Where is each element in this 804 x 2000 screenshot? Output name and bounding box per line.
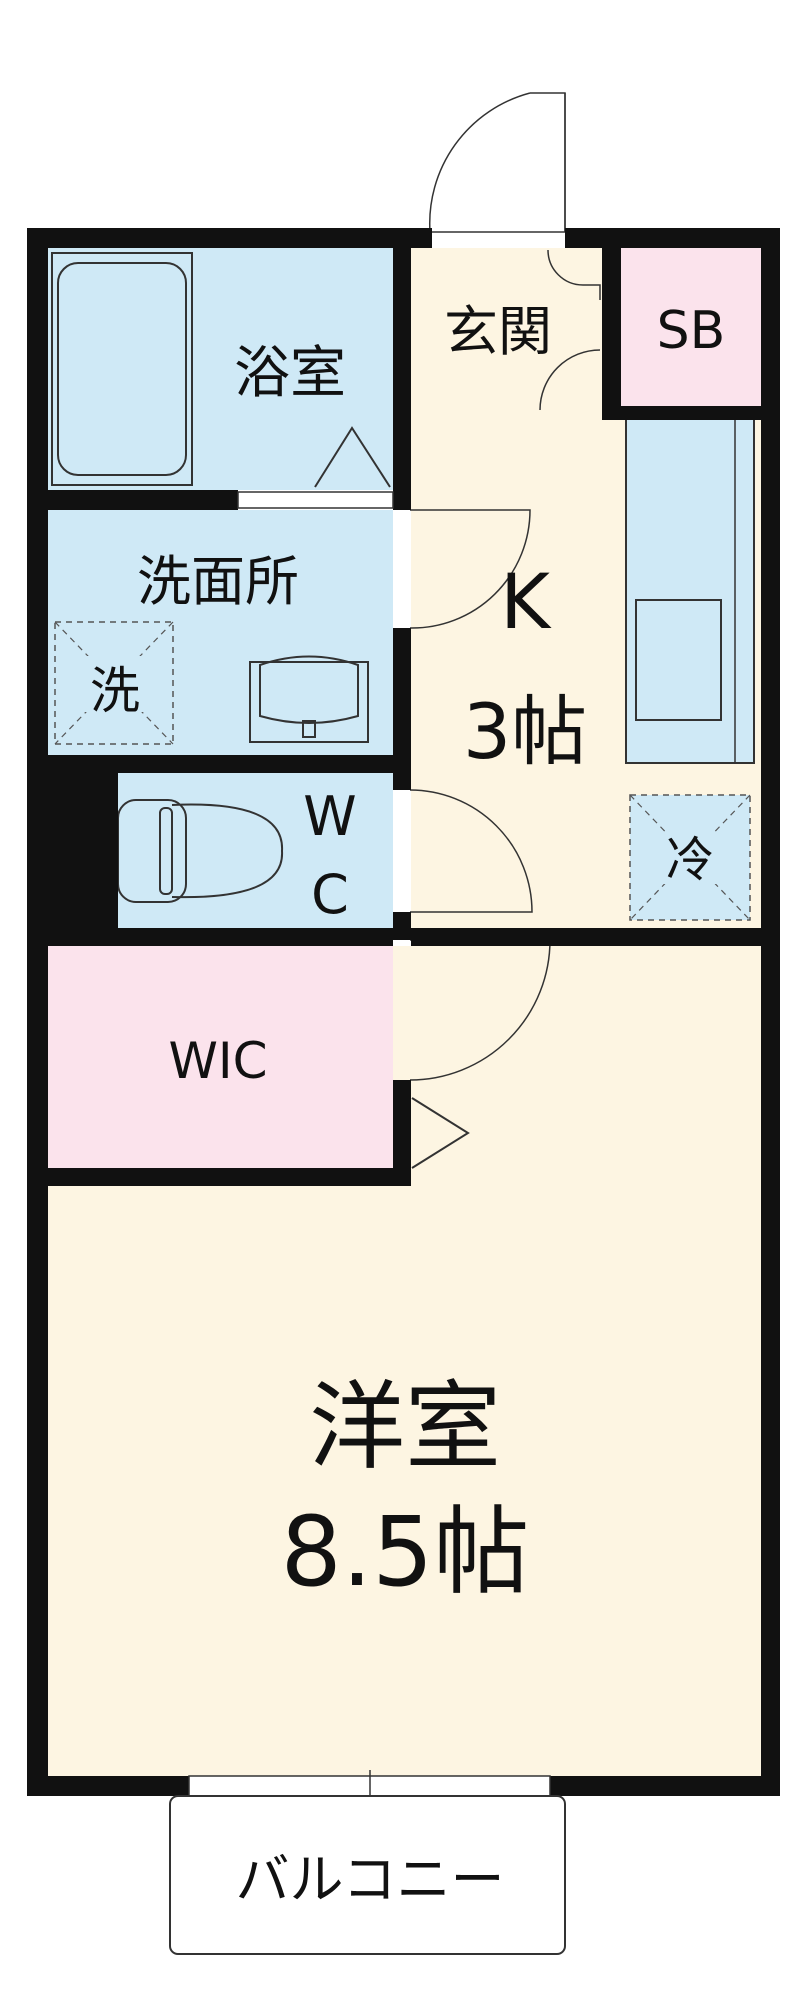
kitchen-sink — [635, 599, 722, 721]
kitchen-label: K — [500, 557, 552, 646]
door-swings — [409, 92, 601, 1081]
balcony — [169, 1795, 566, 1955]
wic-label: WIC — [168, 1032, 267, 1090]
shoe-box-floor — [621, 248, 761, 406]
washer-label: 洗 — [90, 662, 140, 720]
toilet-label-c: C — [311, 863, 349, 926]
bath-label: 浴室 — [234, 341, 346, 406]
bath-drain-mark — [314, 426, 391, 488]
washroom-label: 洗面所 — [137, 550, 299, 613]
shoe-box-label: SB — [657, 301, 726, 361]
bathtub-inner — [57, 262, 187, 476]
western-room-size: 8.5帖 — [281, 1496, 530, 1608]
entrance-label: 玄関 — [444, 300, 552, 363]
balcony-label: バルコニー — [236, 1848, 505, 1911]
walls — [27, 228, 780, 1796]
fridge-label: 冷 — [666, 832, 714, 888]
door-opening-mark — [411, 1097, 470, 1169]
kitchen-size: 3帖 — [463, 687, 587, 776]
wic-floor-overlay — [48, 946, 393, 1168]
bathtub-outer — [51, 252, 193, 486]
bath-door-gap — [237, 491, 394, 509]
washer-space — [54, 621, 174, 745]
toilet-label-w: W — [303, 785, 356, 848]
kitchen-counter — [625, 417, 755, 764]
western-room-label: 洋室 — [309, 1371, 501, 1483]
wash-basin — [249, 655, 369, 743]
fridge-space — [629, 794, 751, 921]
